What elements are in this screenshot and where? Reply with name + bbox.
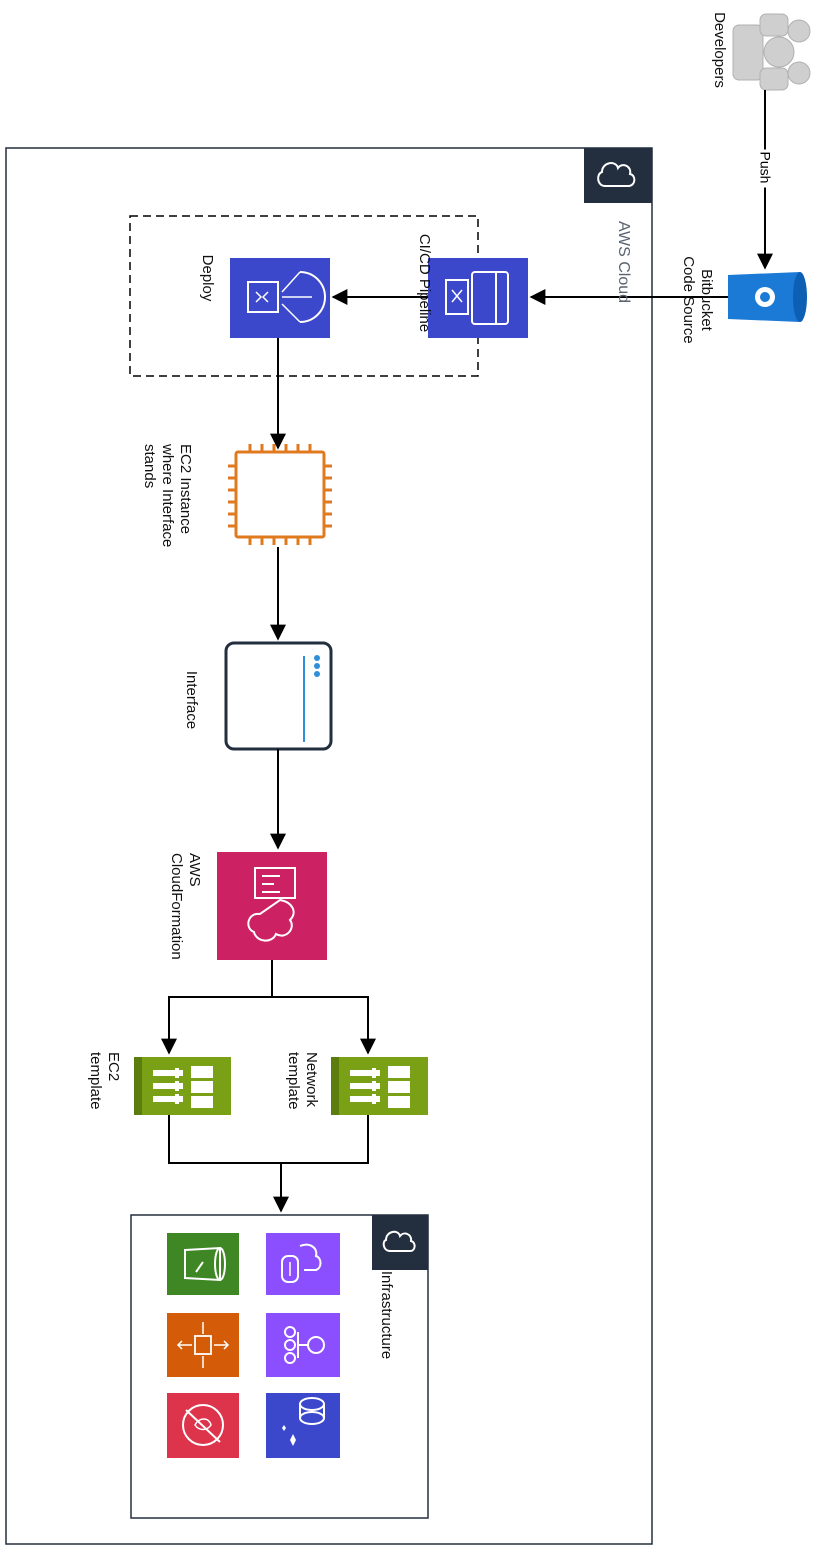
- network-template-label: Network template: [282, 1052, 320, 1122]
- interface-icon[interactable]: [224, 641, 333, 751]
- auto-scaling-icon[interactable]: [167, 1313, 239, 1377]
- ec2-template-label-line2: template: [87, 1052, 104, 1110]
- s3-bucket-icon[interactable]: [167, 1233, 239, 1295]
- deploy-label: Deploy: [199, 254, 216, 302]
- push-edge-label: Push: [756, 149, 774, 188]
- network-template-label-line2: template: [285, 1052, 302, 1110]
- edge-cfn-ec2-template: [161, 996, 272, 1055]
- edge-cfn-templates: [271, 960, 376, 1055]
- ec2-template-label: EC2 template: [84, 1052, 122, 1122]
- cloudformation-label-line1: AWS: [186, 853, 203, 887]
- ec2-template-icon[interactable]: [134, 1057, 231, 1115]
- pipeline-group: [129, 215, 479, 377]
- infrastructure-group: [130, 1214, 429, 1519]
- ec2-instance-label-line1: EC2 Instance: [177, 444, 194, 535]
- ec2-instance-label-line2: where Interface: [159, 444, 176, 548]
- cicd-pipeline-label: CI/CD Pipeline: [416, 233, 433, 333]
- network-template-icon[interactable]: [331, 1057, 428, 1115]
- edge-templates-infra: [168, 1115, 369, 1164]
- ec2-instance-label-line3: stands: [141, 444, 158, 489]
- bitbucket-label-line1: Bitbucket: [698, 269, 715, 331]
- rds-icon[interactable]: [266, 1393, 340, 1458]
- cloudformation-icon[interactable]: [217, 852, 327, 960]
- cloudformation-label: AWS CloudFormation: [165, 853, 203, 965]
- network-template-label-line1: Network: [303, 1052, 320, 1108]
- deploy-icon[interactable]: [230, 258, 330, 338]
- infrastructure-label: Infrastructure: [378, 1270, 395, 1360]
- shield-icon[interactable]: [167, 1393, 239, 1458]
- cloudformation-label-line2: CloudFormation: [168, 853, 185, 960]
- developers-label: Developers: [711, 12, 728, 88]
- developers-icon[interactable]: [732, 13, 811, 91]
- interface-label: Interface: [183, 670, 200, 730]
- infrastructure-cloud-icon: [372, 1215, 428, 1270]
- aws-cloud-group: [5, 147, 653, 1545]
- bitbucket-label-line2: Code Source: [680, 256, 697, 344]
- ec2-instance-icon[interactable]: [228, 444, 332, 545]
- ec2-template-label-line1: EC2: [105, 1052, 122, 1082]
- cicd-pipeline-icon[interactable]: [428, 258, 528, 338]
- aws-cloud-label: AWS Cloud: [615, 220, 632, 304]
- route-icon[interactable]: [266, 1233, 340, 1295]
- bitbucket-icon[interactable]: [728, 272, 807, 322]
- aws-cloud-icon: [584, 148, 652, 203]
- ec2-instance-label: EC2 Instance where Interface stands: [138, 444, 194, 552]
- load-balancer-icon[interactable]: [266, 1313, 340, 1377]
- bitbucket-label: Bitbucket Code Source: [677, 246, 715, 354]
